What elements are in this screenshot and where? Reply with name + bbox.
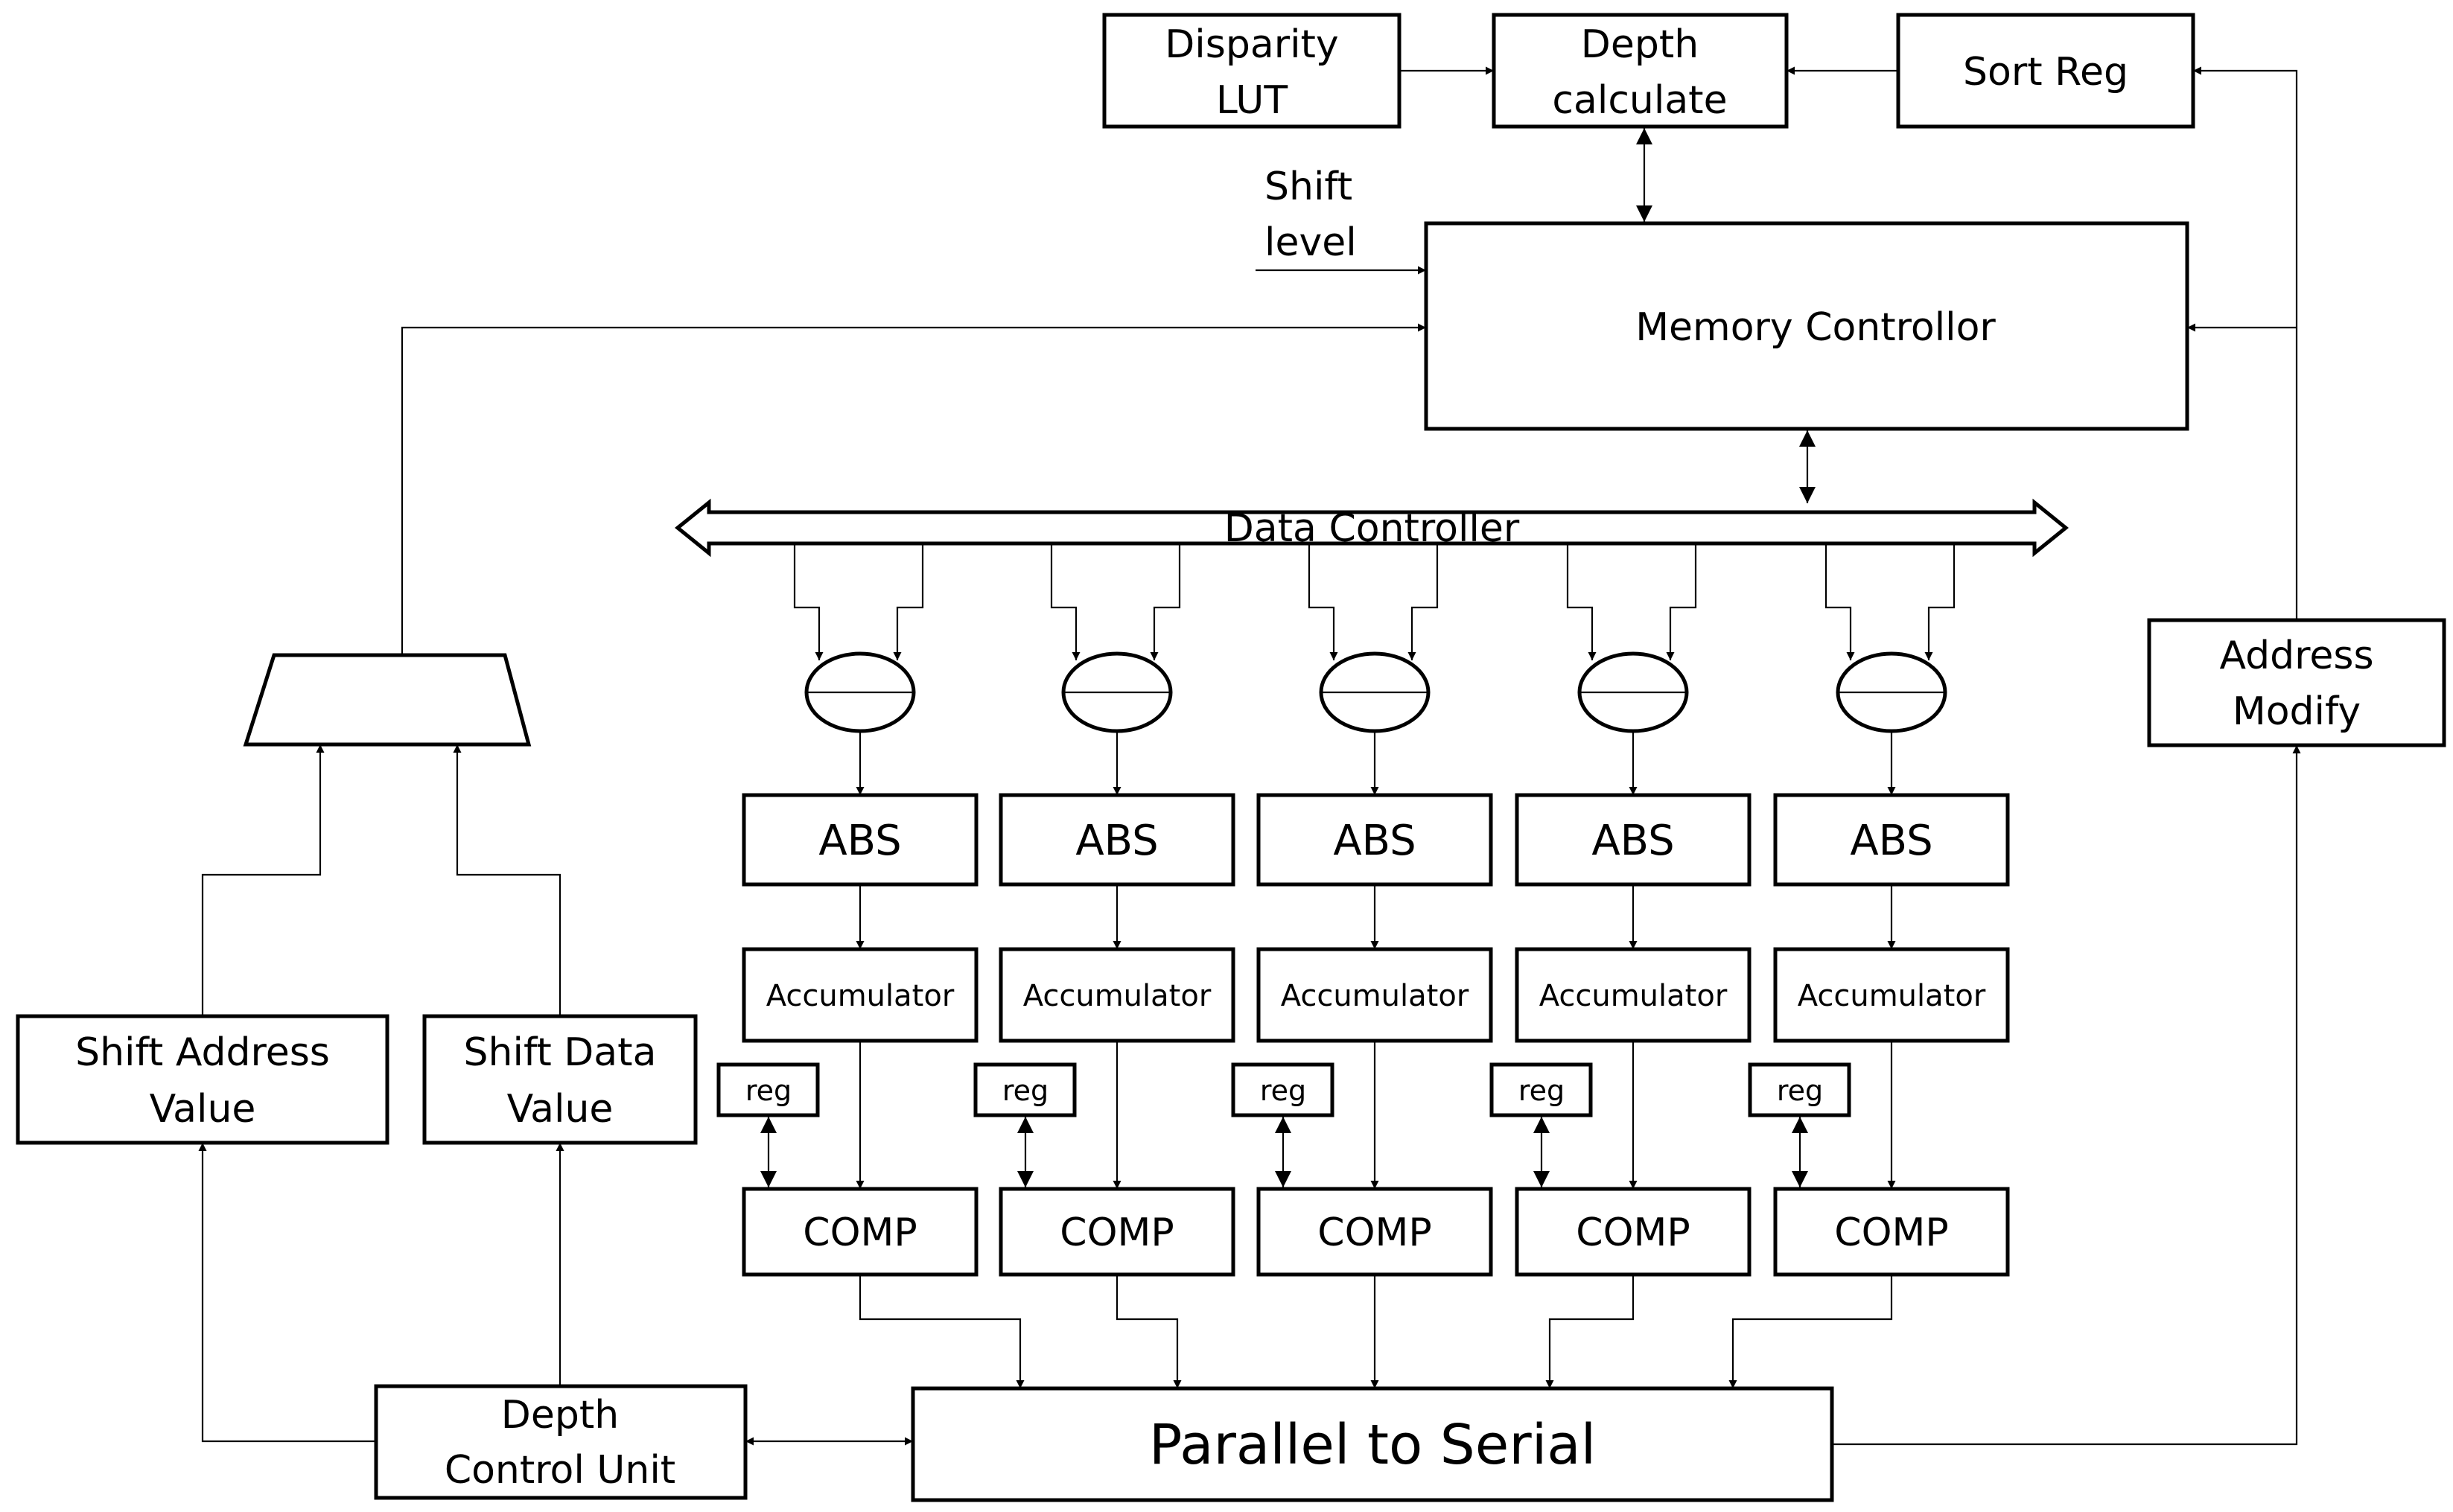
reg-label: reg: [1002, 1074, 1049, 1107]
shift-level-label-1: Shift: [1264, 165, 1352, 209]
multiplexer: [243, 653, 532, 747]
sort-reg-label: Sort Reg: [1963, 50, 2128, 95]
bus-tap-right-arrow: [1666, 543, 1697, 660]
shift-data-value-label-1: Shift Data: [464, 1030, 657, 1075]
accumulator-block: [999, 947, 1235, 1043]
reg-label: reg: [1260, 1074, 1306, 1107]
memory-controller-block: Memory Controllor: [1424, 221, 2189, 431]
depth-calculate-label-1: Depth: [1581, 22, 1699, 67]
bus-tap-left-arrow: [793, 543, 824, 660]
bus-tap-right-arrow: [893, 543, 924, 660]
reg-label: reg: [745, 1074, 792, 1107]
reg-block: [1231, 1062, 1334, 1117]
accumulator-block: [1773, 947, 2010, 1043]
data-controller-bus: Data Controller: [675, 498, 2069, 558]
bus-tap-left-arrow: [1824, 543, 1855, 660]
disparity-lut-label-1: Disparity: [1165, 22, 1338, 67]
comp-block: [1773, 1187, 2010, 1277]
depth-control-unit-label-2: Control Unit: [445, 1448, 675, 1493]
address-modify-label-1: Address: [2219, 634, 2373, 678]
reg-block: [716, 1062, 820, 1117]
reg-label: reg: [1777, 1074, 1823, 1107]
comp-label: COMP: [803, 1210, 917, 1255]
reg-block: [1748, 1062, 1851, 1117]
shift-address-value-block: Shift Address Value: [16, 1014, 389, 1145]
pts-to-address-modify-arrow: [1832, 745, 2301, 1446]
reg-block: [1489, 1062, 1593, 1117]
bus-tap-left-arrow: [1050, 543, 1081, 660]
disparity-lut-label-2: LUT: [1216, 78, 1288, 123]
accumulator-block: [742, 947, 979, 1043]
shift-address-value-label-2: Value: [150, 1087, 256, 1132]
parallel-to-serial-block: Parallel to Serial: [911, 1386, 1834, 1502]
abs-label: ABS: [818, 817, 901, 865]
comp-label: COMP: [1317, 1210, 1431, 1255]
sort-reg-block: Sort Reg: [1896, 13, 2195, 129]
comp-label: COMP: [1576, 1210, 1690, 1255]
comp-label: COMP: [1060, 1210, 1174, 1255]
abs-label: ABS: [1591, 817, 1674, 865]
address-modify-label-2: Modify: [2233, 689, 2361, 734]
comp-to-pts-arrow: [1116, 1275, 1182, 1388]
mux-to-memory-arrow: [401, 323, 1426, 655]
accumulator-label: Accumulator: [1539, 979, 1728, 1013]
bus-tap-right-arrow: [1924, 543, 1956, 660]
comp-block: [1515, 1187, 1752, 1277]
memory-controller-label: Memory Controllor: [1635, 305, 1996, 350]
data-to-mux-arrow: [453, 744, 561, 1016]
bus-tap-right-arrow: [1407, 543, 1439, 660]
bus-tap-right-arrow: [1150, 543, 1181, 660]
abs-label: ABS: [1333, 817, 1416, 865]
address-modify-block: Address Modify: [2147, 618, 2446, 747]
abs-block: [742, 793, 979, 887]
disparity-lut-block: Disparity LUT: [1102, 13, 1402, 129]
depth-calculate-block: Depth calculate: [1492, 13, 1789, 129]
abs-block: [1256, 793, 1493, 887]
dcu-to-address-arrow: [198, 1143, 376, 1443]
shift-level-label-2: level: [1264, 220, 1357, 265]
comp-to-pts-arrow: [1728, 1275, 1893, 1388]
shift-data-value-block: Shift Data Value: [422, 1014, 698, 1145]
shift-data-value-label-2: Value: [507, 1087, 614, 1132]
depth-control-unit-label-1: Depth: [501, 1393, 619, 1438]
reg-block: [973, 1062, 1077, 1117]
comp-label: COMP: [1834, 1210, 1948, 1255]
accumulator-label: Accumulator: [1023, 979, 1212, 1013]
accumulator-label: Accumulator: [1281, 979, 1469, 1013]
address-modify-to-sortreg-arrow: [2193, 66, 2298, 620]
address-to-mux-arrow: [201, 744, 325, 1016]
bus-tap-left-arrow: [1308, 543, 1338, 660]
depth-calculate-label-2: calculate: [1552, 78, 1727, 123]
comp-block: [999, 1187, 1235, 1277]
comp-to-pts-arrow: [859, 1275, 1025, 1388]
reg-label: reg: [1518, 1074, 1565, 1107]
shift-address-value-label-1: Shift Address: [75, 1030, 330, 1075]
data-controller-label: Data Controller: [1224, 506, 1520, 551]
abs-block: [999, 793, 1235, 887]
accumulator-label: Accumulator: [766, 979, 955, 1013]
comp-block: [742, 1187, 979, 1277]
bus-tap-left-arrow: [1566, 543, 1597, 660]
depth-control-unit-block: Depth Control Unit: [374, 1384, 748, 1500]
accumulator-block: [1515, 947, 1752, 1043]
comp-to-pts-arrow: [1545, 1275, 1635, 1388]
accumulator-label: Accumulator: [1798, 979, 1986, 1013]
abs-label: ABS: [1075, 817, 1158, 865]
abs-label: ABS: [1850, 817, 1932, 865]
parallel-to-serial-label: Parallel to Serial: [1149, 1413, 1596, 1477]
